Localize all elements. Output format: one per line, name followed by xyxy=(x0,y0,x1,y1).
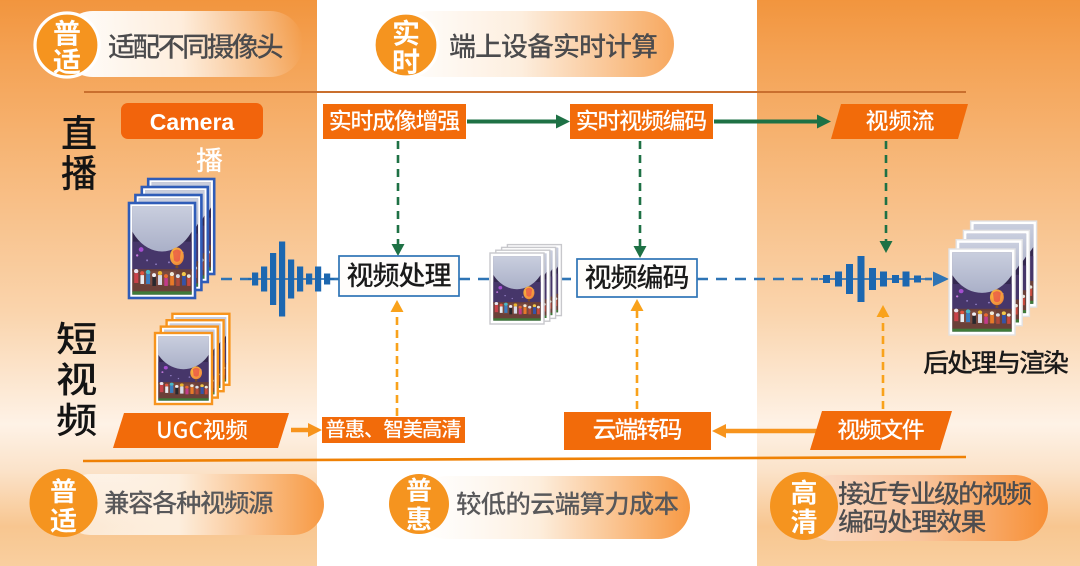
svg-text:Camera: Camera xyxy=(150,109,235,135)
